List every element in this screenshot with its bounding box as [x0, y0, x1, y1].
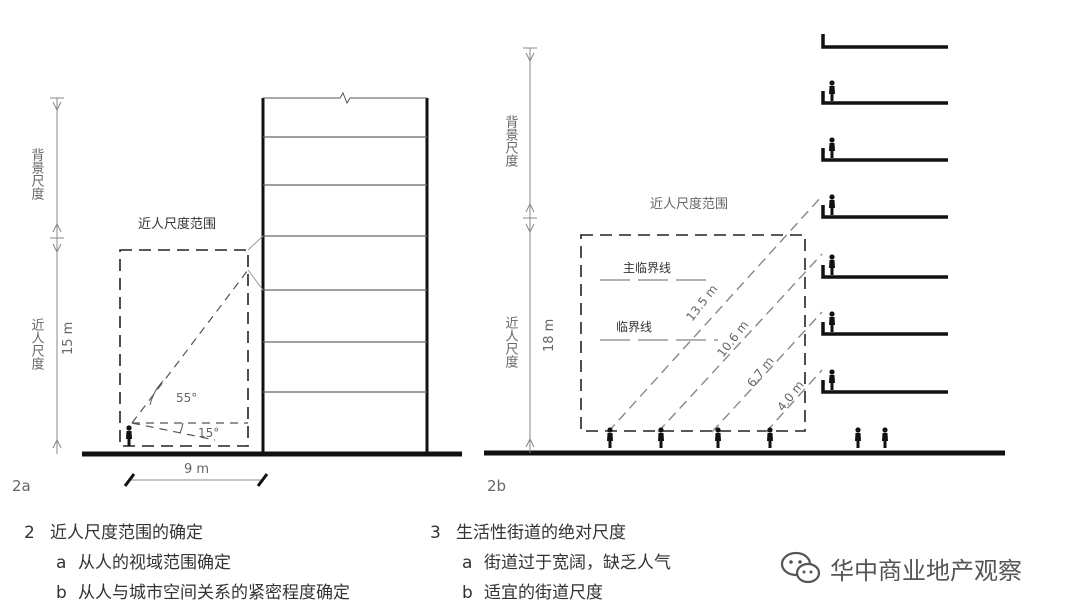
building-b-people — [829, 80, 835, 390]
building-b-floors — [821, 34, 948, 394]
angle-upper-label: 55° — [176, 391, 197, 405]
building-a — [261, 91, 429, 452]
near-zone-box-b — [580, 234, 806, 432]
angle-lower-label: 15° — [198, 426, 219, 440]
distance-label-4: 4.0 m — [774, 378, 806, 414]
zone-label-a: 近人尺度范围 — [138, 216, 216, 232]
figure-2a: 近人尺度范围 背景尺度 近人尺度 15 m 55° 15° — [12, 91, 462, 495]
dim-width-a: 9 m — [184, 462, 209, 477]
distance-label-1: 13.5 m — [683, 282, 720, 324]
dim-near-height-b: 18 m — [542, 319, 557, 352]
person-figure-a — [126, 425, 132, 446]
dim-near-height-a: 15 m — [61, 322, 76, 355]
distance-label-2: 10.6 m — [714, 318, 751, 360]
distance-lines — [607, 195, 823, 433]
dim-background-a: 背景尺度 — [29, 148, 45, 200]
vertical-dimension-b — [523, 47, 537, 453]
caption-right-number: 3 — [430, 523, 441, 543]
boundary-label: 临界线 — [616, 320, 652, 334]
sight-lines-a — [131, 269, 249, 441]
figure-2b: 背景尺度 近人尺度 18 m 近人尺度范围 主临界线 临界线 13.5 m 10… — [484, 34, 1005, 495]
main-boundary-label: 主临界线 — [623, 261, 671, 275]
near-zone-box-a — [119, 249, 249, 447]
vertical-dimension-a — [50, 97, 64, 454]
caption-left-number: 2 — [24, 523, 35, 543]
caption-right-title-text: 生活性街道的绝对尺度 — [456, 523, 626, 543]
dim-background-b: 背景尺度 — [503, 115, 519, 167]
watermark: 华中商业地产观察 — [780, 550, 1022, 586]
caption-left-title: 2 近人尺度范围的确定 — [24, 518, 203, 543]
panel-id-b: 2b — [487, 477, 506, 495]
dim-near-b: 近人尺度 — [503, 316, 519, 368]
panel-id-a: 2a — [12, 477, 31, 495]
dim-near-a: 近人尺度 — [29, 318, 45, 370]
distance-label-3: 6.7 m — [744, 354, 776, 390]
horizontal-dimension-a — [123, 473, 269, 487]
caption-left-title-text: 近人尺度范围的确定 — [50, 523, 203, 543]
zone-label-b: 近人尺度范围 — [650, 196, 728, 212]
watermark-text: 华中商业地产观察 — [830, 556, 1022, 585]
wechat-icon — [780, 551, 821, 584]
caption-right-title: 3 生活性街道的绝对尺度 — [430, 518, 626, 543]
